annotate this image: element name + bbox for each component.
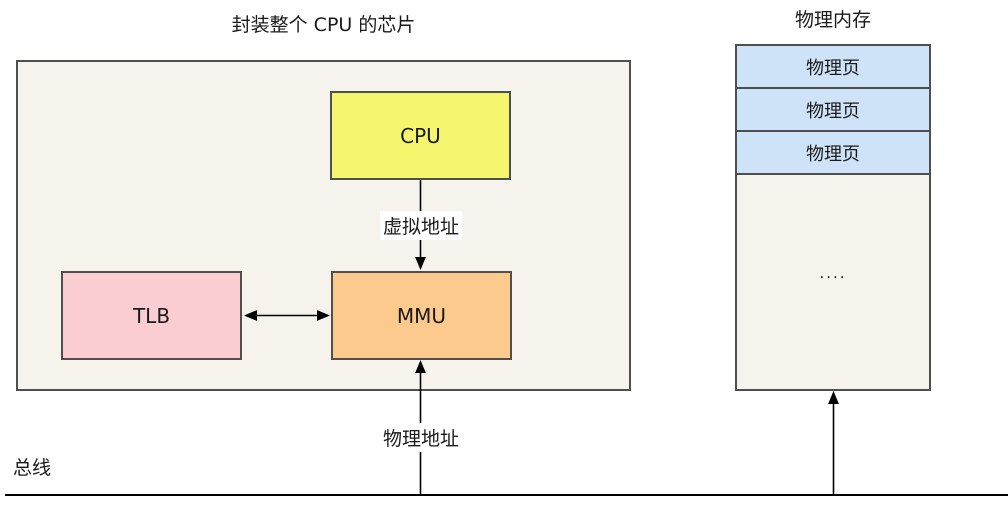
memory-title: 物理内存 bbox=[794, 9, 871, 31]
physical-page-label: 物理页 bbox=[806, 57, 860, 79]
physical-page-row: 物理页 bbox=[735, 130, 931, 175]
physical-address-label: 物理地址 bbox=[379, 423, 463, 452]
physical-page-row: 物理页 bbox=[735, 87, 931, 132]
physical-page-row: 物理页 bbox=[735, 44, 931, 89]
arrowhead-up-icon bbox=[828, 391, 839, 404]
chip-title: 封装整个 CPU 的芯片 bbox=[231, 14, 416, 36]
cpu-node: CPU bbox=[330, 91, 511, 180]
mmu-node-label: MMU bbox=[396, 303, 447, 328]
cpu-node-label: CPU bbox=[400, 123, 441, 148]
virtual-address-label: 虚拟地址 bbox=[379, 211, 463, 240]
tlb-node-label: TLB bbox=[132, 303, 171, 328]
physical-page-label: 物理页 bbox=[806, 143, 860, 165]
bus-label: 总线 bbox=[13, 457, 52, 479]
mmu-node: MMU bbox=[331, 271, 512, 360]
physical-memory-box: 物理页 物理页 物理页 bbox=[735, 44, 931, 391]
tlb-node: TLB bbox=[61, 271, 242, 360]
physical-page-label: 物理页 bbox=[806, 100, 860, 122]
memory-ellipsis: .... bbox=[819, 264, 847, 282]
